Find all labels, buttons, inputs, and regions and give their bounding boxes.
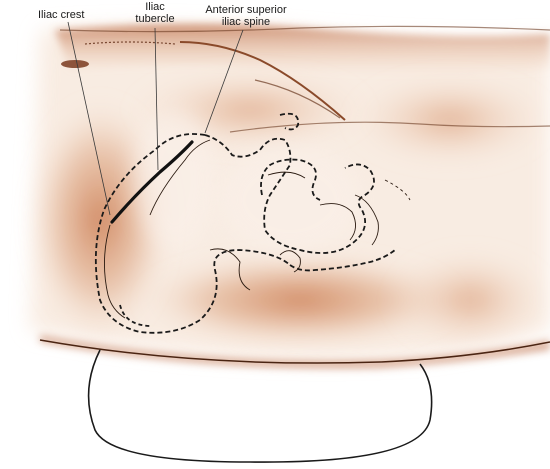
thigh-outline bbox=[87, 349, 433, 463]
leader-line-iliac-crest bbox=[67, 21, 111, 216]
incision-line bbox=[110, 140, 194, 224]
label-iliac-tubercle: Iliac tubercle bbox=[135, 1, 175, 25]
label-anterior-superior-iliac-spine: Anterior superior iliac spine bbox=[205, 4, 287, 28]
body-contours bbox=[39, 25, 550, 364]
skin-shading bbox=[30, 24, 550, 369]
leader-line-iliac-tubercle bbox=[154, 27, 159, 171]
leader-line-asis bbox=[204, 29, 244, 134]
deep-structures bbox=[103, 139, 411, 319]
label-iliac-crest: Iliac crest bbox=[38, 9, 85, 21]
leader-lines bbox=[67, 21, 244, 216]
pelvis-dashed-outline bbox=[94, 112, 396, 334]
